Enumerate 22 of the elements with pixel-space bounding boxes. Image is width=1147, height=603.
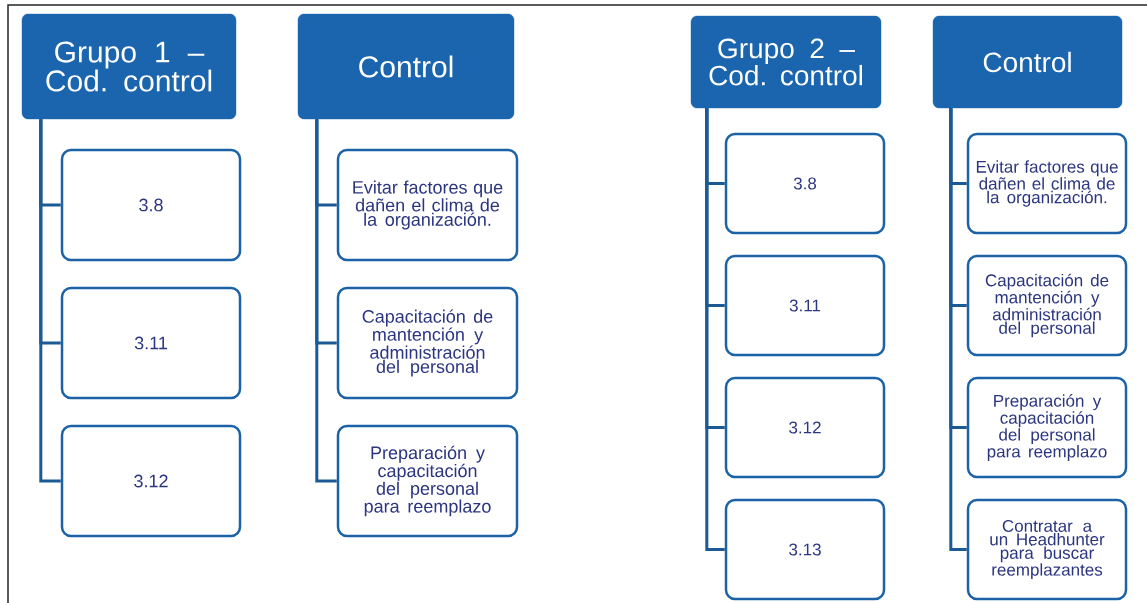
connector-line — [39, 119, 61, 483]
connector-line — [949, 108, 967, 551]
header-box: Grupo 1 – Cod. control — [21, 13, 237, 120]
item-box: Evitar factores que dañen el clima de la organización. — [966, 132, 1128, 235]
connector-line — [705, 108, 725, 551]
item-box: Evitar factores que dañen el clima de la organización. — [336, 148, 519, 262]
item-box: 3.13 — [724, 498, 886, 601]
item-box: 3.11 — [724, 254, 886, 357]
item-box: 3.12 — [724, 376, 886, 479]
item-box: 3.11 — [60, 286, 242, 400]
item-box: Capacitación de mantención y administración del personal — [966, 254, 1128, 357]
item-box: Preparación y capacitación del personal para reemplazo — [966, 376, 1128, 479]
item-box: 3.12 — [60, 424, 242, 538]
item-box: Contratar a un Headhunter para buscar reemplazantes — [966, 498, 1128, 601]
item-box: Preparación y capacitación del personal para reemplazo — [336, 424, 519, 538]
item-box: 3.8 — [60, 148, 242, 262]
header-box: Grupo 2 – Cod. control — [690, 15, 882, 109]
connector-line — [315, 119, 337, 483]
header-box: Control — [297, 13, 515, 120]
item-box: Capacitación de mantención y administración del personal — [336, 286, 519, 400]
item-box: 3.8 — [724, 132, 886, 235]
header-box: Control — [932, 15, 1123, 109]
